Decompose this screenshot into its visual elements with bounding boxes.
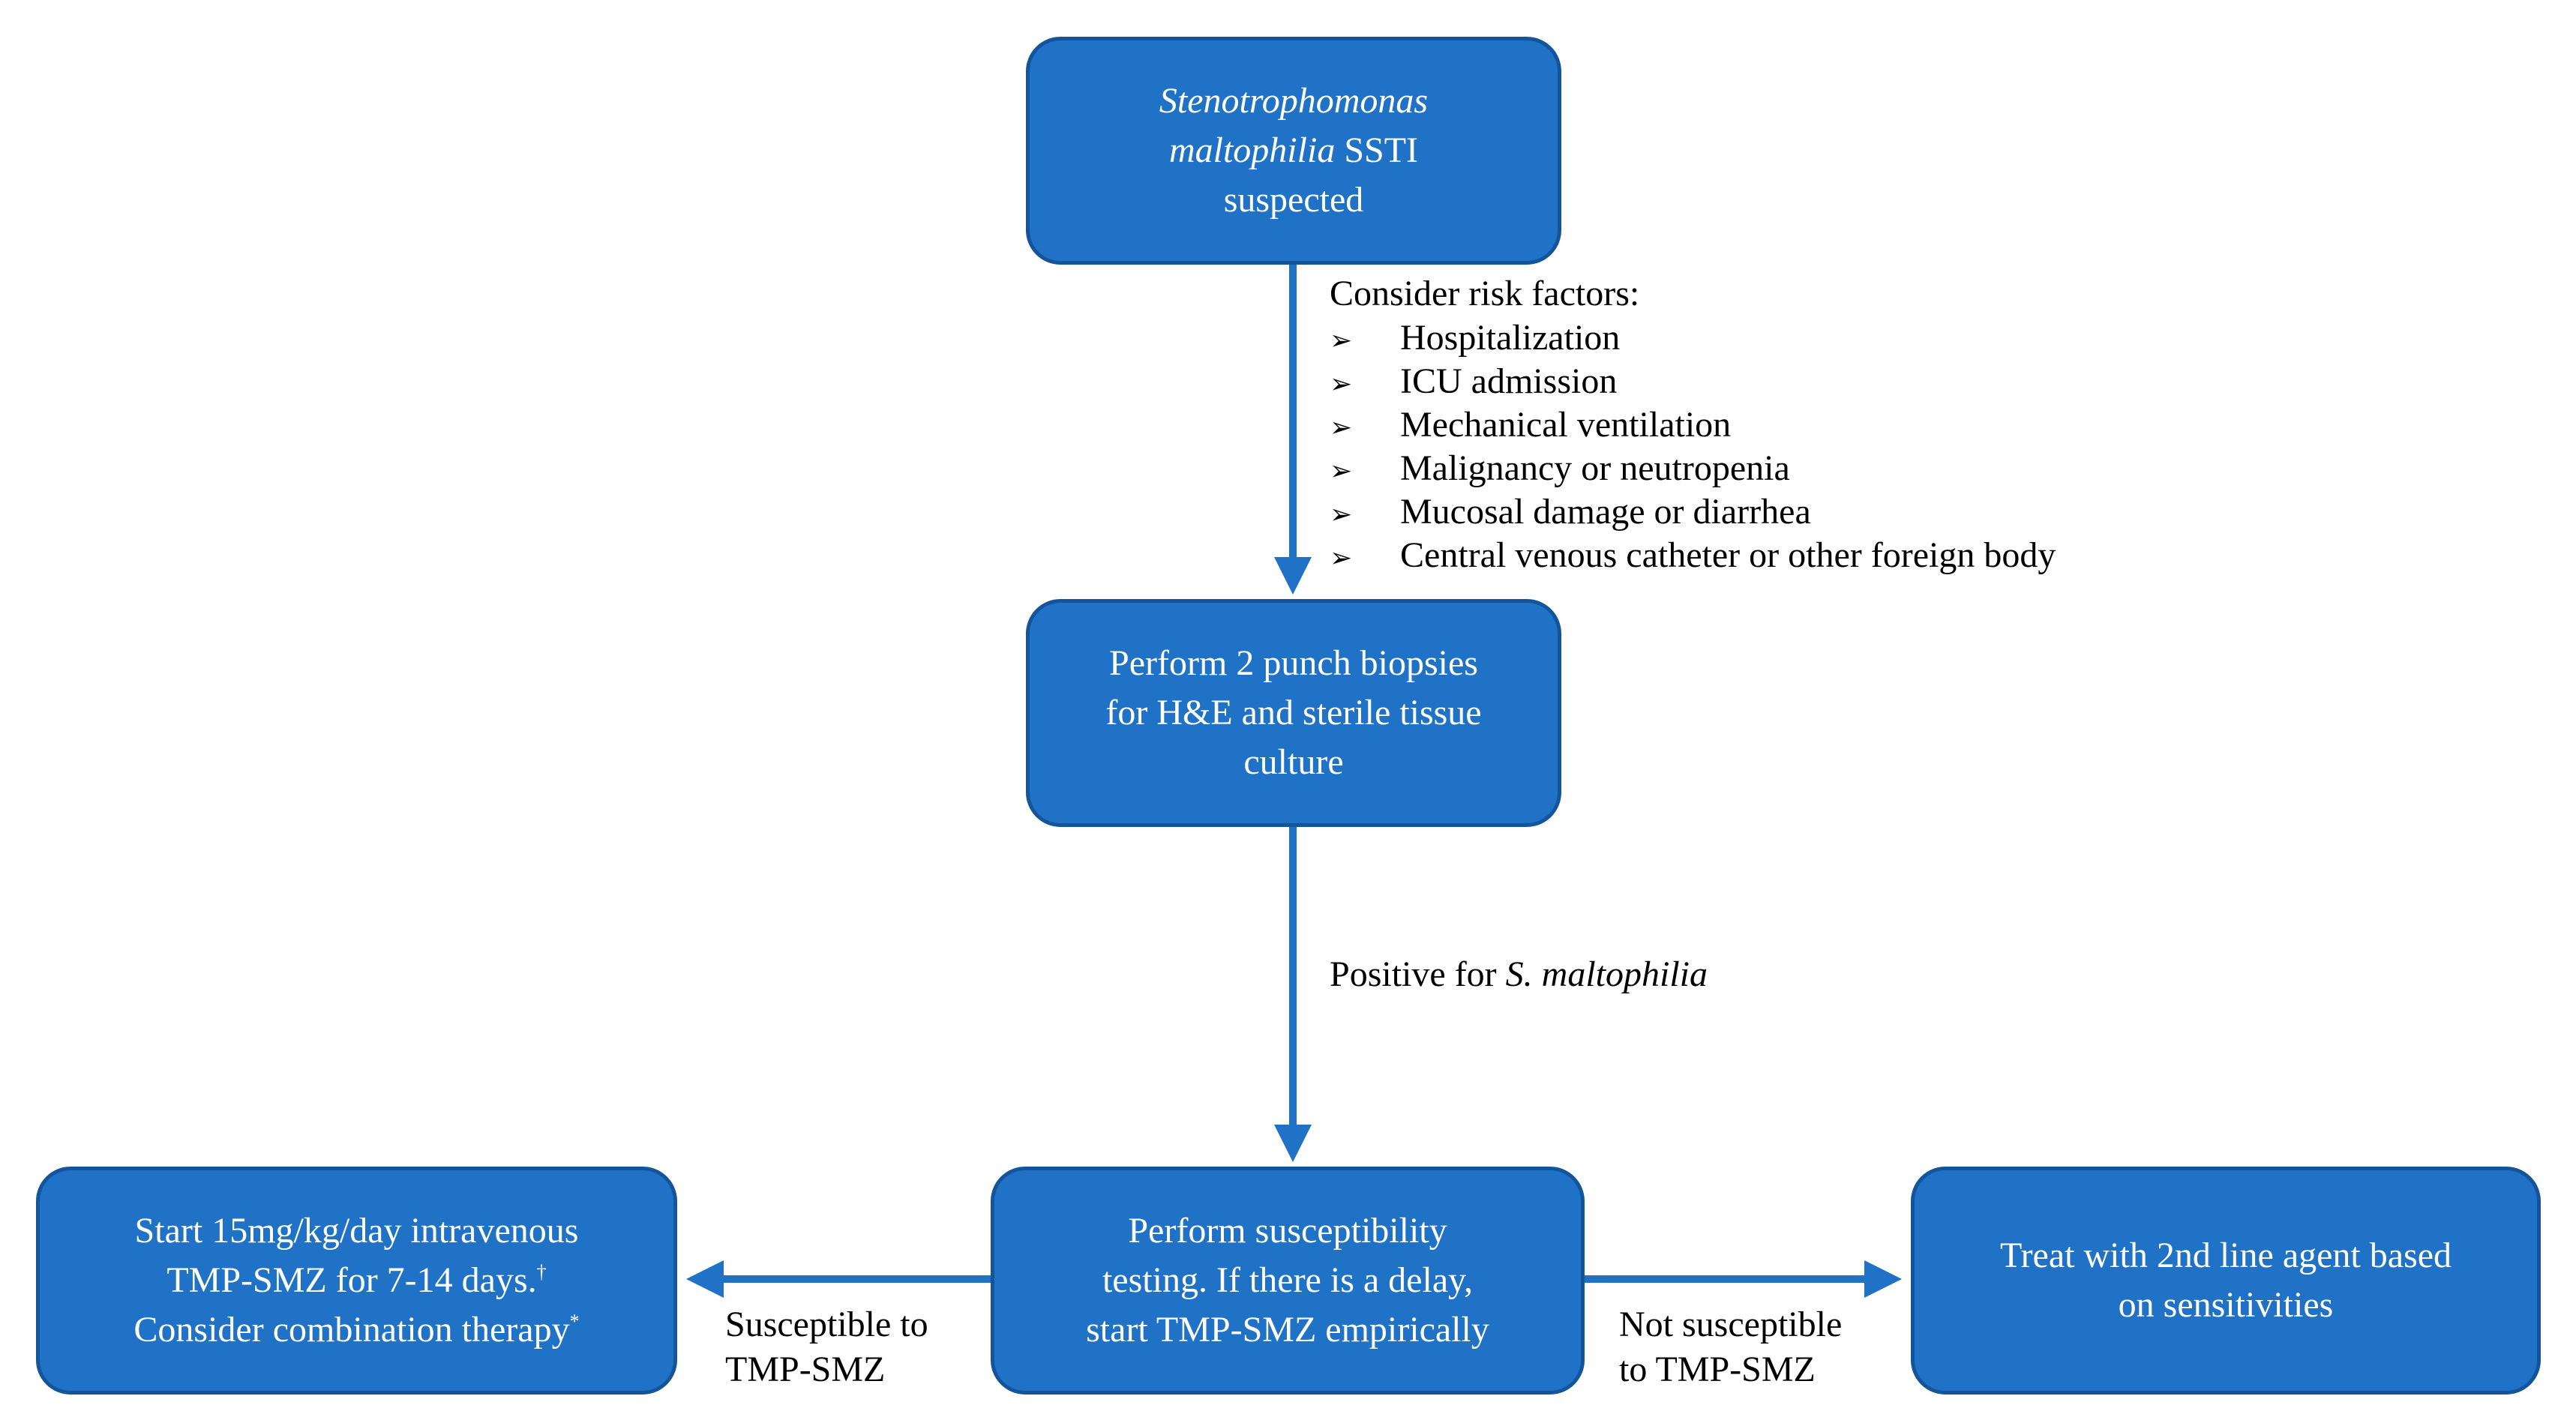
risk-factor-items: ➢ Hospitalization ➢ ICU admission ➢ Mechanica…: [1330, 316, 2056, 577]
susceptibility-line-3: start TMP-SMZ empirically: [1086, 1310, 1489, 1350]
arrowhead-bullet-icon: ➢: [1330, 456, 1353, 487]
susceptible-line-1: Susceptible to: [725, 1305, 928, 1344]
susceptibility-line-1: Perform susceptibility: [1128, 1211, 1447, 1251]
susceptible-line-2: TMP-SMZ: [725, 1350, 886, 1389]
tmp-smz-line-1: Start 15mg/kg/day intravenous: [134, 1211, 579, 1251]
biopsy-line-3: culture: [1243, 742, 1344, 782]
risk-factor-text: Central venous catheter or other foreign…: [1400, 535, 2056, 575]
edge-label-positive: Positive for S. maltophilia: [1330, 954, 1708, 994]
node-second-line-agent: Treat with 2nd line agent based on sensi…: [1911, 1167, 2541, 1395]
risk-factor-text: Malignancy or neutropenia: [1400, 448, 1790, 488]
arrowhead-bullet-icon: ➢: [1330, 543, 1353, 574]
risk-factor-text: Hospitalization: [1400, 318, 1621, 358]
risk-factor-text: Mechanical ventilation: [1400, 405, 1732, 445]
risk-factor-text: ICU admission: [1400, 361, 1618, 401]
risk-factor-item: ➢ Mechanical ventilation: [1330, 403, 2056, 447]
risk-factor-item: ➢ ICU admission: [1330, 360, 2056, 403]
arrowhead-bullet-icon: ➢: [1330, 499, 1353, 530]
node-susceptibility-testing: Perform susceptibility testing. If there…: [991, 1167, 1585, 1395]
not-susceptible-line-1: Not susceptible: [1619, 1305, 1843, 1344]
organism-name: S. maltophilia: [1505, 954, 1708, 994]
second-line-line-1: Treat with 2nd line agent based: [1999, 1236, 2452, 1275]
asterisk-footnote-mark: *: [569, 1311, 580, 1332]
risk-factor-item: ➢ Mucosal damage or diarrhea: [1330, 490, 2056, 534]
start-line-2: maltophilia SSTI: [1168, 130, 1419, 170]
start-line-3: suspected: [1223, 180, 1364, 220]
risk-factor-item: ➢ Hospitalization: [1330, 316, 2056, 360]
risk-factor-text: Mucosal damage or diarrhea: [1400, 492, 1811, 532]
second-line-line-2: on sensitivities: [2118, 1285, 2334, 1325]
not-susceptible-line-2: to TMP-SMZ: [1619, 1350, 1816, 1389]
risk-factor-item: ➢ Central venous catheter or other foreig…: [1330, 534, 2056, 577]
dagger-footnote-mark: †: [536, 1261, 547, 1283]
tmp-smz-line-3: Consider combination therapy*: [133, 1310, 580, 1350]
edge-label-not-susceptible: Not susceptible to TMP-SMZ: [1619, 1302, 1842, 1392]
node-start-tmp-smz: Start 15mg/kg/day intravenous TMP-SMZ fo…: [36, 1167, 677, 1395]
start-line-1: Stenotrophomonas: [1159, 81, 1429, 121]
arrowhead-bullet-icon: ➢: [1330, 369, 1353, 400]
edge-label-susceptible: Susceptible to TMP-SMZ: [725, 1302, 928, 1392]
arrowhead-bullet-icon: ➢: [1330, 325, 1353, 356]
risk-factors-list: Consider risk factors: ➢Hospitalization➢…: [1330, 271, 2056, 577]
risk-factor-item: ➢ Malignancy or neutropenia: [1330, 447, 2056, 490]
risk-factors-heading: Consider risk factors:: [1330, 274, 1640, 313]
susceptibility-line-2: testing. If there is a delay,: [1102, 1260, 1474, 1300]
tmp-smz-line-2: TMP-SMZ for 7-14 days.†: [166, 1260, 547, 1300]
node-suspected-ssti: Stenotrophomonas maltophilia SSTI suspec…: [1026, 37, 1561, 265]
biopsy-line-2: for H&E and sterile tissue: [1105, 693, 1482, 732]
biopsy-line-1: Perform 2 punch biopsies: [1109, 643, 1478, 683]
node-punch-biopsies: Perform 2 punch biopsies for H&E and ste…: [1026, 599, 1561, 827]
arrowhead-bullet-icon: ➢: [1330, 412, 1353, 443]
